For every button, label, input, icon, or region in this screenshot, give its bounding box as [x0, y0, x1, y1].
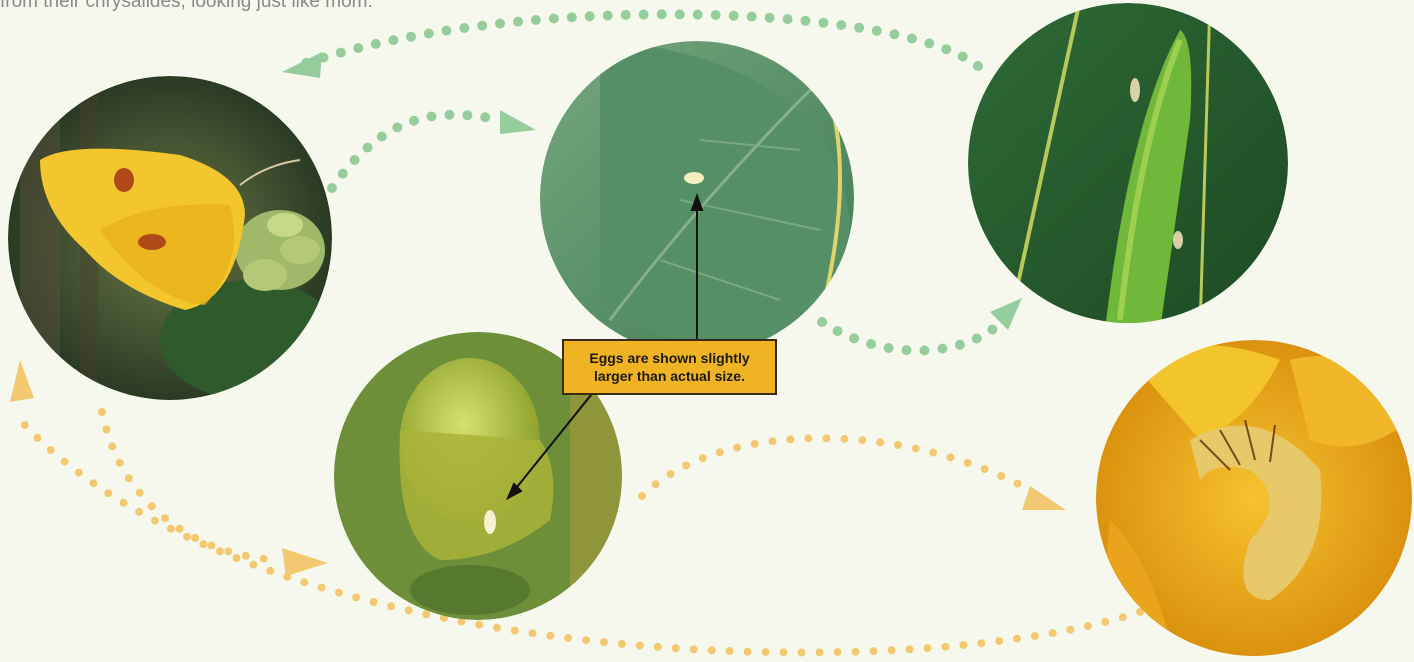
arrow-egg-to-caterpillar [817, 298, 1022, 355]
arrowhead [500, 110, 536, 134]
arrow-butterfly-to-bud-egg [98, 408, 328, 576]
arrowhead [282, 52, 322, 78]
egg-size-callout: Eggs are shown slightly larger than actu… [562, 339, 777, 395]
arrow-bud-to-flower [638, 434, 1066, 510]
caterpillar-in-flower-photo [1096, 340, 1412, 656]
arrowhead [282, 548, 328, 576]
arrow-butterfly-to-egg [327, 110, 536, 193]
arrowhead [990, 298, 1022, 330]
adult-butterfly-photo [8, 60, 340, 420]
arrowhead [10, 360, 34, 402]
caterpillar-on-leaf-photo [968, 0, 1288, 330]
arrowhead [1022, 486, 1066, 510]
